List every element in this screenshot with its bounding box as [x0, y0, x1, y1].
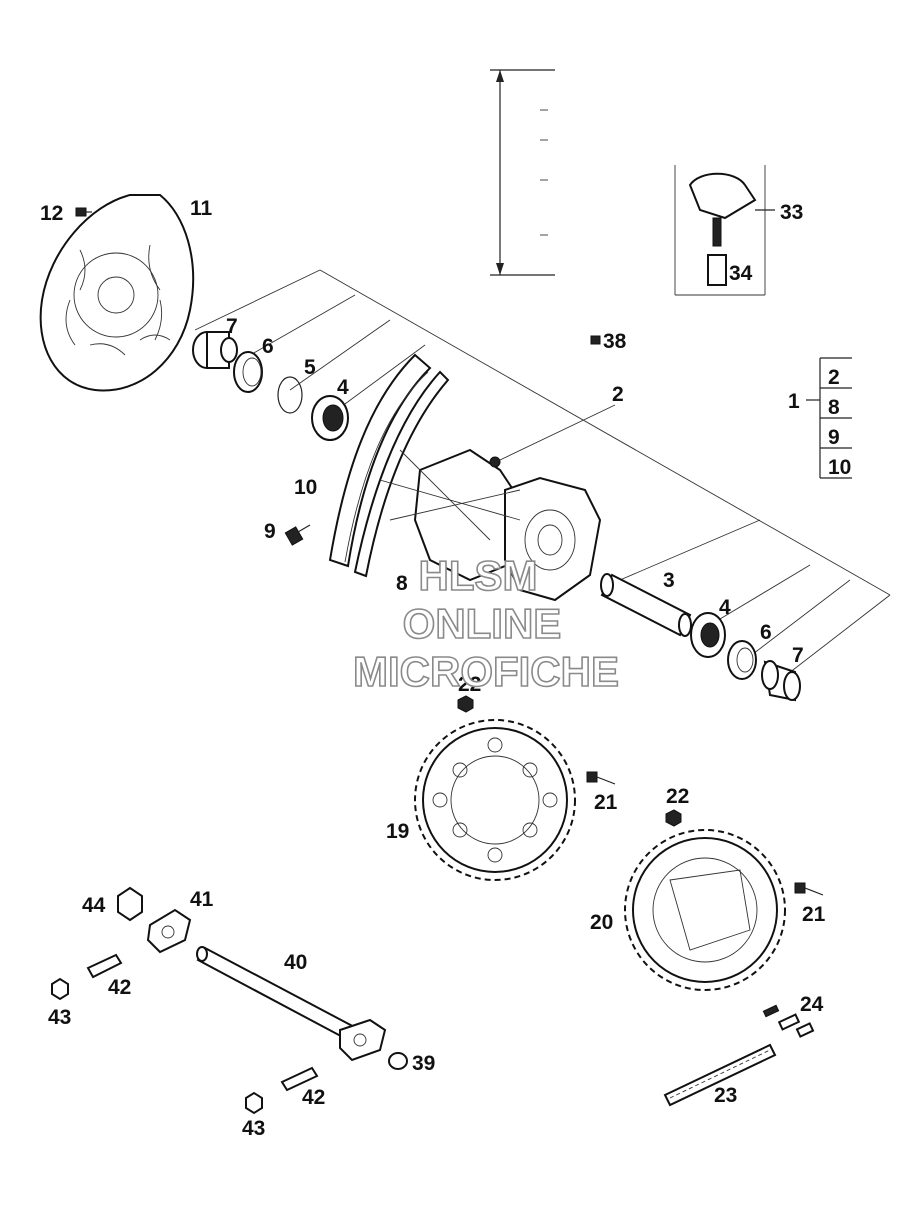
valve-cap — [707, 254, 727, 286]
wheel-axle — [196, 946, 362, 1044]
gauge-box-guides — [674, 165, 775, 296]
chain-master-link — [762, 1004, 815, 1038]
axle-nut — [117, 886, 143, 922]
wheel-dimension-marker — [490, 69, 555, 276]
label-part-42b: 42 — [302, 1086, 325, 1109]
chain-adjuster-right — [339, 1018, 387, 1062]
small-screw — [590, 335, 601, 345]
watermark-line-1: HLSM — [419, 552, 538, 599]
label-part-10: 10 — [294, 476, 317, 499]
ball-bearing-left — [311, 395, 349, 441]
assembly-bracket — [806, 357, 852, 479]
label-part-3: 3 — [663, 569, 675, 592]
bracket-item-4: 10 — [828, 456, 851, 479]
label-part-21a: 21 — [594, 791, 618, 814]
rim-valve — [284, 524, 311, 546]
rear-sprocket — [414, 719, 576, 881]
chain-adjuster-left — [146, 908, 192, 954]
label-part-19: 19 — [386, 820, 409, 843]
spacer-bushing-left — [192, 331, 238, 369]
tire-pressure-gauge — [688, 172, 757, 247]
sprocket-nut-b — [665, 809, 682, 827]
adjuster-bolt-b — [280, 1066, 319, 1092]
label-part-11: 11 — [190, 197, 213, 220]
ball-bearing-right — [690, 612, 726, 658]
label-part-9: 9 — [264, 520, 276, 543]
label-part-24: 24 — [800, 993, 824, 1016]
shaft-seal-left — [233, 351, 263, 393]
sprocket-nut-a — [457, 695, 474, 713]
label-part-42a: 42 — [108, 976, 131, 999]
label-part-33: 33 — [780, 201, 803, 224]
label-part-44: 44 — [82, 894, 106, 917]
label-part-1: 1 — [788, 390, 800, 413]
label-part-21b: 21 — [802, 903, 826, 926]
label-part-20: 20 — [590, 911, 613, 934]
label-part-34: 34 — [729, 262, 753, 285]
bracket-item-3: 9 — [828, 426, 840, 449]
label-part-6a: 6 — [262, 335, 274, 358]
spacer-bushing-right — [761, 660, 801, 702]
label-part-22b: 22 — [666, 785, 689, 808]
label-part-6b: 6 — [760, 621, 772, 644]
axle-cap — [388, 1052, 408, 1070]
drive-chain — [663, 1043, 777, 1107]
bracket-item-2: 8 — [828, 396, 840, 419]
label-part-7a: 7 — [226, 315, 238, 338]
adjuster-nut-b — [245, 1091, 263, 1115]
rear-sprocket-alt — [624, 829, 786, 991]
label-part-5: 5 — [304, 356, 316, 379]
wheel-hub — [379, 448, 602, 602]
bracket-item-1: 2 — [828, 366, 840, 389]
disc-screw — [75, 207, 92, 217]
sprocket-bolt-b — [794, 882, 824, 896]
label-part-8: 8 — [396, 572, 408, 595]
exploded-guide-lines-top — [194, 269, 891, 681]
watermark-line-2: ONLINE — [403, 600, 562, 647]
wheel-rim — [328, 353, 450, 578]
label-part-41: 41 — [190, 888, 214, 911]
label-part-43b: 43 — [242, 1117, 265, 1140]
label-part-23: 23 — [714, 1084, 737, 1107]
label-part-7b: 7 — [792, 644, 804, 667]
label-part-38: 38 — [603, 330, 627, 353]
distance-tube — [600, 573, 692, 637]
label-part-22a: 22 — [458, 673, 481, 696]
adjuster-nut-a — [51, 977, 69, 1001]
adjuster-bolt-a — [86, 953, 123, 979]
sprocket-bolt-a — [586, 771, 616, 785]
label-part-2: 2 — [612, 383, 624, 406]
label-part-12: 12 — [40, 202, 63, 225]
label-part-4b: 4 — [719, 596, 731, 619]
circlip — [277, 376, 303, 414]
label-part-40: 40 — [284, 951, 307, 974]
shaft-seal-right — [727, 640, 757, 680]
label-part-39: 39 — [412, 1052, 435, 1075]
label-part-4a: 4 — [337, 376, 349, 399]
brake-disc — [39, 194, 195, 392]
label-part-43a: 43 — [48, 1006, 71, 1029]
watermark-line-3: MICROFICHE — [353, 648, 619, 695]
